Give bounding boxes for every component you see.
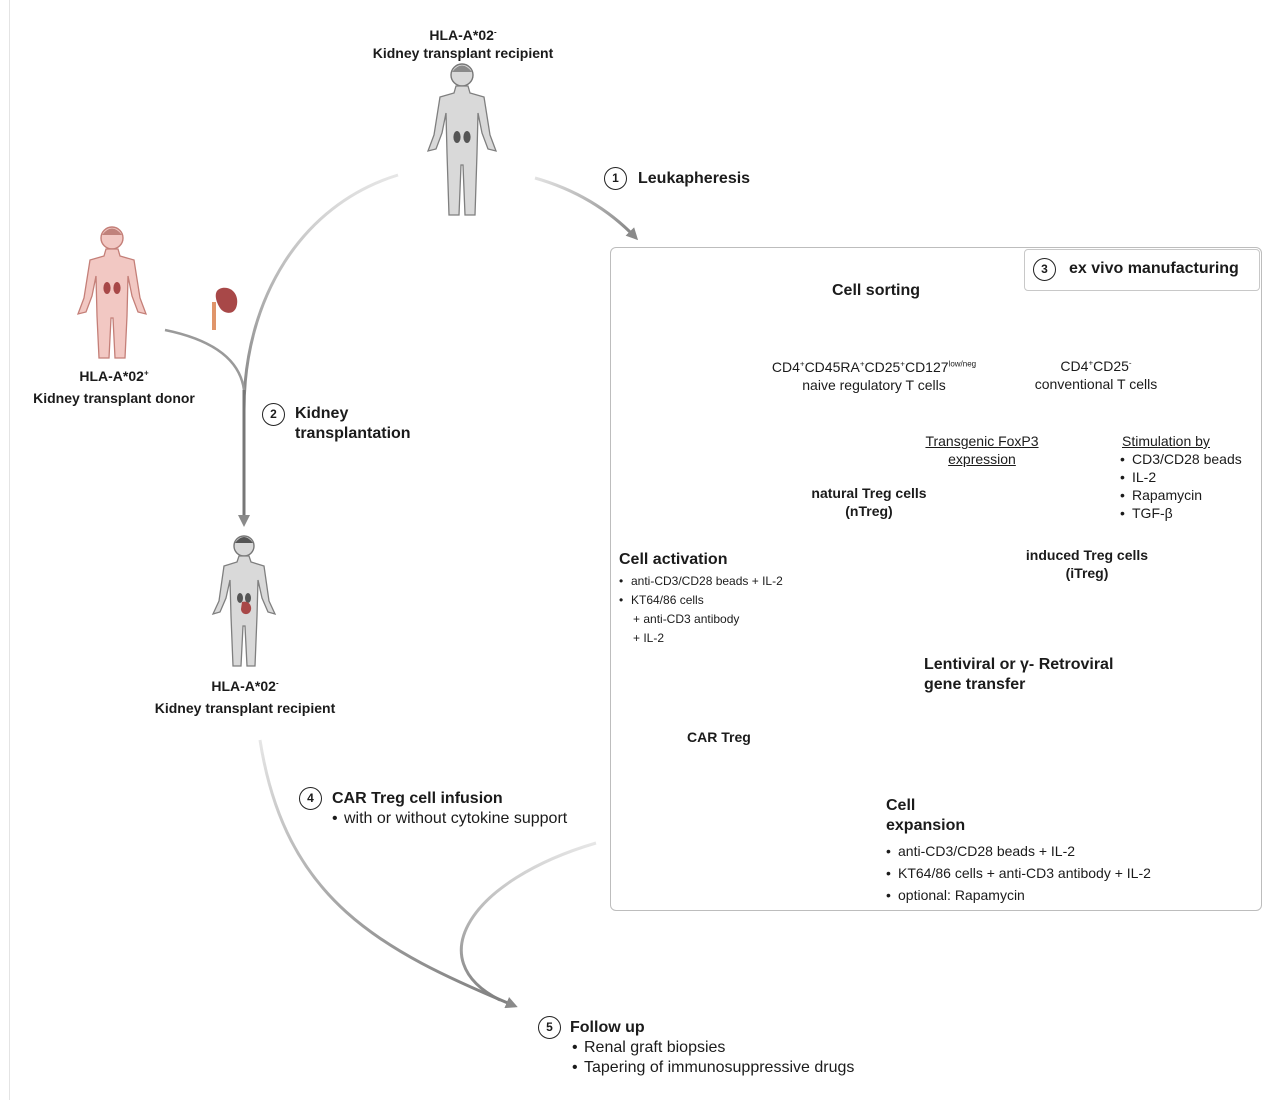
activation-item: anti-CD3/CD28 beads + IL-2: [619, 572, 783, 591]
recipient-bottom-label: HLA-A*02- Kidney transplant recipient: [154, 678, 336, 716]
step-3-badge: 3: [1033, 258, 1056, 281]
cell-sorting-label: Cell sorting: [832, 282, 921, 299]
recipient-bottom-figure: [211, 535, 277, 667]
naive-treg-label: CD4+CD45RA+CD25+CD127low/neg naive regul…: [771, 359, 977, 393]
recipient-top-label: HLA-A*02- Kidney transplant recipient: [372, 27, 554, 61]
donated-kidney: [212, 287, 238, 330]
stimulation-items: CD3/CD28 beads IL-2 Rapamycin TGF-β: [1120, 450, 1242, 522]
arrow-recipient-to-followup: [258, 739, 518, 1009]
step-5-badge: 5: [538, 1016, 561, 1039]
step-5-title: Follow up: [570, 1019, 645, 1036]
step-4-bullet: with or without cytokine support: [332, 809, 567, 829]
stimulation-item: CD3/CD28 beads: [1120, 450, 1242, 468]
donor-label: HLA-A*02+ Kidney transplant donor: [33, 368, 195, 406]
stimulation-block: Stimulation by CD3/CD28 beads IL-2 Rapam…: [1120, 432, 1242, 522]
step-2-badge: 2: [262, 403, 285, 426]
conventional-t-label: CD4+CD25- conventional T cells: [1034, 358, 1158, 392]
cell-expansion-items: anti-CD3/CD28 beads + IL-2 KT64/86 cells…: [886, 840, 1151, 906]
step-2-title: Kidney transplantation: [295, 405, 411, 442]
donor-figure: [76, 226, 148, 359]
step-4-title: CAR Treg cell infusion: [332, 790, 503, 807]
recipient-top-figure: [426, 63, 498, 216]
step-5-bullet: Renal graft biopsies: [572, 1038, 854, 1058]
itreg-label: induced Treg cells (iTreg): [1025, 547, 1149, 581]
activation-item: + IL-2: [633, 631, 665, 645]
arrow-panel-to-followup: [459, 841, 597, 1002]
step-5-bullet: Tapering of immunosuppressive drugs: [572, 1058, 854, 1078]
step-1-title: Leukapheresis: [638, 170, 751, 187]
expansion-item: anti-CD3/CD28 beads + IL-2: [886, 840, 1151, 862]
transgenic-foxp3-label: Transgenic FoxP3 expression: [925, 433, 1039, 467]
expansion-item: optional: Rapamycin: [886, 884, 1151, 906]
step-4-badge: 4: [299, 787, 322, 810]
cell-activation-title: Cell activation: [619, 551, 728, 568]
stimulation-item: IL-2: [1120, 468, 1242, 486]
step-5-bullets: Renal graft biopsies Tapering of immunos…: [572, 1038, 854, 1078]
activation-item: + anti-CD3 antibody: [633, 612, 740, 626]
arrow-recipient-to-transplant: [242, 173, 399, 411]
page-edge-line: [9, 0, 10, 1100]
activation-item: KT64/86 cells: [619, 591, 783, 610]
stimulation-title: Stimulation by: [1122, 433, 1210, 449]
stimulation-item: Rapamycin: [1120, 486, 1242, 504]
gene-transfer-label: Lentiviral or γ- Retroviral gene transfe…: [924, 656, 1114, 693]
arrow-donor-to-transplant: [164, 328, 246, 391]
car-treg-label: CAR Treg: [687, 729, 751, 745]
step-1-badge: 1: [604, 167, 627, 190]
stimulation-item: TGF-β: [1120, 504, 1242, 522]
step-4-bullets: with or without cytokine support: [332, 809, 567, 829]
cell-activation-items: anti-CD3/CD28 beads + IL-2 KT64/86 cells…: [619, 572, 783, 648]
step-3-title: ex vivo manufacturing: [1069, 260, 1239, 277]
ntreg-label: natural Treg cells (nTreg): [811, 485, 927, 519]
cell-expansion-title: Cell expansion: [886, 797, 966, 834]
ex-vivo-tag: 3 ex vivo manufacturing: [1024, 249, 1260, 291]
expansion-item: KT64/86 cells + anti-CD3 antibody + IL-2: [886, 862, 1151, 884]
arrow-leukapheresis: [534, 176, 639, 241]
